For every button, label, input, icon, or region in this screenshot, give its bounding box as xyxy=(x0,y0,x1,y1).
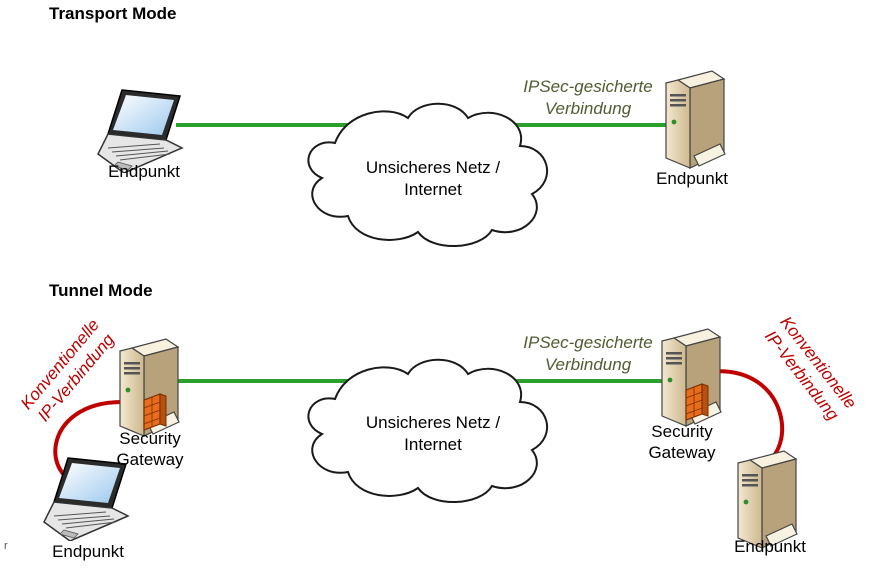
tunnel-ipsec-label-line1: IPSec-gesicherte xyxy=(523,333,653,352)
tunnel-cloud-label-line1: Unsicheres Netz / xyxy=(365,413,501,432)
transport-ipsec-label-line2: Verbindung xyxy=(544,99,632,118)
tunnel-left-endpoint-label: Endpunkt xyxy=(52,542,124,561)
transport-cloud-label-line1: Unsicheres Netz / xyxy=(365,158,501,177)
tunnel-mode-heading: Tunnel Mode xyxy=(49,281,153,300)
transport-right-endpoint-label: Endpunkt xyxy=(656,169,728,188)
tunnel-left-gateway-label-line1: Security xyxy=(119,429,181,448)
transport-ipsec-label-line1: IPSec-gesicherte xyxy=(523,77,653,96)
tunnel-cloud-icon xyxy=(307,358,549,503)
transport-mode-heading: Transport Mode xyxy=(49,4,177,23)
transport-cloud-label: Unsicheres Netz / Internet xyxy=(338,157,528,201)
transport-cloud-icon xyxy=(307,102,549,247)
tunnel-right-gateway-label-line1: Security xyxy=(651,422,713,441)
tunnel-right-server-icon xyxy=(737,450,798,549)
tunnel-cloud-label-line2: Internet xyxy=(404,435,462,454)
tunnel-right-endpoint-label: Endpunkt xyxy=(734,537,806,556)
tunnel-left-gateway-label-line2: Gateway xyxy=(116,450,184,469)
tunnel-left-security-gateway-icon xyxy=(120,339,179,436)
tunnel-ipsec-label-line2: Verbindung xyxy=(544,355,632,374)
transport-cloud-label-line2: Internet xyxy=(404,180,462,199)
tunnel-cloud-label: Unsicheres Netz / Internet xyxy=(338,412,528,456)
transport-ipsec-label: IPSec-gesicherte Verbindung xyxy=(478,76,698,120)
stray-mark: r xyxy=(4,540,8,552)
tunnel-left-laptop-icon xyxy=(43,457,129,541)
tunnel-ipsec-label: IPSec-gesicherte Verbindung xyxy=(478,332,698,376)
tunnel-left-gateway-label: Security Gateway xyxy=(100,428,200,470)
tunnel-right-gateway-label-line2: Gateway xyxy=(648,443,716,462)
tunnel-right-gateway-label: Security Gateway xyxy=(632,421,732,463)
transport-left-endpoint-label: Endpunkt xyxy=(108,162,180,181)
